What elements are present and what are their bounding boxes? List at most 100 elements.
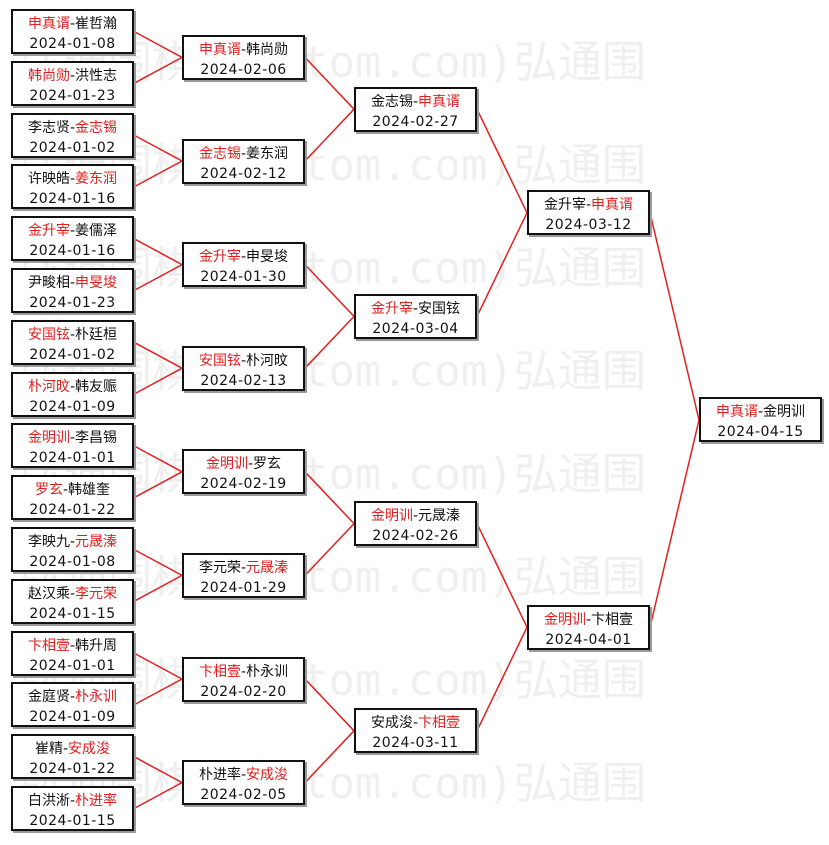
bracket-connector	[133, 30, 183, 59]
player-name: 朴进率	[75, 793, 118, 809]
bracket-connector	[304, 523, 355, 576]
match-players: 申真谞-崔哲瀚	[13, 14, 132, 34]
bracket-connector	[304, 264, 355, 317]
separator: -	[62, 741, 69, 757]
separator: -	[240, 353, 247, 369]
bracket-connector	[133, 263, 183, 292]
player-name: 韩尚勋	[27, 68, 70, 84]
bracket-connector	[304, 56, 355, 110]
bracket-connector	[304, 678, 355, 732]
player-name: 罗玄	[34, 482, 63, 498]
match-players: 李元荣-元晟溱	[184, 558, 303, 578]
separator: -	[247, 456, 254, 472]
separator: -	[69, 16, 76, 32]
match-box: 申真谞-金明训 2024-04-15	[699, 397, 822, 442]
bracket-connector	[133, 367, 183, 395]
match-date: 2024-01-16	[29, 191, 116, 207]
separator: -	[69, 638, 76, 654]
separator: -	[69, 68, 76, 84]
player-name: 申真谞	[27, 16, 70, 32]
match-date: 2024-01-15	[29, 606, 116, 622]
separator: -	[412, 508, 419, 524]
match-players: 罗玄-韩雄奎	[13, 480, 132, 500]
player-name: 李元荣	[198, 560, 241, 576]
player-name: 韩友赈	[75, 379, 118, 395]
separator: -	[69, 793, 76, 809]
separator: -	[240, 42, 247, 58]
player-name: 金升宰	[370, 301, 413, 317]
match-date: 2024-02-13	[200, 373, 287, 389]
bracket-connector	[304, 730, 355, 784]
player-name: 赵汉乘	[27, 586, 70, 602]
match-date: 2024-01-08	[29, 554, 116, 570]
player-name: 金明训	[763, 404, 806, 420]
player-name: 李昌锡	[75, 430, 118, 446]
match-players: 金升宰-申真谞	[529, 195, 648, 215]
match-players: 金升宰-安国铉	[356, 299, 475, 319]
match-players: 白洪淅-朴进率	[13, 791, 132, 811]
separator: -	[69, 327, 76, 343]
separator: -	[69, 586, 76, 602]
player-name: 韩尚勋	[246, 42, 289, 58]
player-name: 申真谞	[198, 42, 241, 58]
match-players: 卞相壹-韩升周	[13, 636, 132, 656]
player-name: 姜东润	[246, 146, 289, 162]
match-players: 金明训-卞相壹	[529, 610, 648, 630]
separator: -	[412, 715, 419, 731]
bracket-connector	[133, 678, 183, 706]
match-players: 李映九-元晟溱	[13, 532, 132, 552]
match-players: 安成浚-卞相壹	[356, 713, 475, 733]
match-date: 2024-04-15	[717, 424, 804, 440]
match-players: 金庭贤-朴永训	[13, 687, 132, 707]
player-name: 金升宰	[198, 249, 241, 265]
player-name: 安成浚	[370, 715, 413, 731]
player-name: 金升宰	[27, 223, 70, 239]
bracket-connector	[133, 574, 183, 602]
bracket-connector	[133, 445, 183, 473]
player-name: 李元荣	[75, 586, 118, 602]
match-players: 安国铉-朴河旼	[184, 351, 303, 371]
match-date: 2024-02-20	[200, 684, 287, 700]
match-players: 尹畯相-申旻埈	[13, 273, 132, 293]
player-name: 崔哲瀚	[75, 16, 118, 32]
player-name: 元晟溱	[75, 534, 118, 550]
bracket-connector	[476, 626, 528, 732]
player-name: 金明训	[205, 456, 248, 472]
player-name: 元晟溱	[418, 508, 461, 524]
separator: -	[757, 404, 764, 420]
player-name: 申旻埈	[75, 275, 118, 291]
player-name: 安成浚	[246, 767, 289, 783]
player-name: 金志锡	[370, 94, 413, 110]
match-box: 赵汉乘-李元荣 2024-01-15	[11, 579, 134, 624]
separator: -	[62, 482, 69, 498]
match-box: 金明训-卞相壹 2024-04-01	[527, 605, 650, 650]
separator: -	[69, 379, 76, 395]
match-players: 金志锡-申真谞	[356, 92, 475, 112]
match-players: 崔精-安成浚	[13, 739, 132, 759]
player-name: 金明训	[27, 430, 70, 446]
player-name: 金庭贤	[27, 689, 70, 705]
match-players: 李志贤-金志锡	[13, 118, 132, 138]
match-players: 申真谞-金明训	[701, 402, 820, 422]
player-name: 李志贤	[27, 120, 70, 136]
player-name: 罗玄	[253, 456, 282, 472]
match-box: 李映九-元晟溱 2024-01-08	[11, 527, 134, 572]
match-date: 2024-01-09	[29, 399, 116, 415]
player-name: 朴河旼	[246, 353, 289, 369]
match-date: 2024-04-01	[545, 632, 632, 648]
